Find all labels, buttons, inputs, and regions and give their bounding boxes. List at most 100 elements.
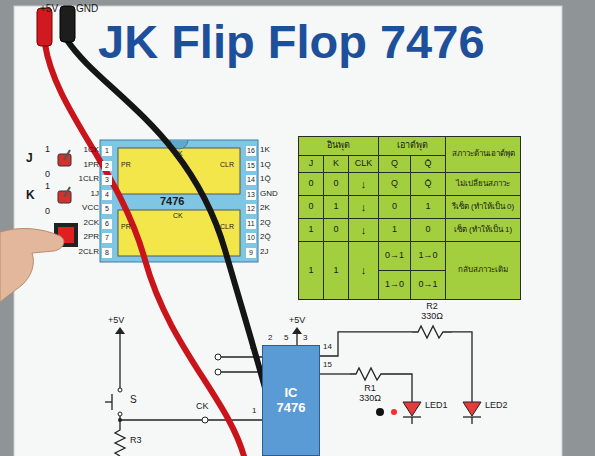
part-name: R3 (130, 436, 142, 446)
switch-level: 1 (45, 182, 50, 192)
pin-number: 3 (102, 175, 112, 185)
input-name: K (26, 189, 35, 202)
toggle-lever (64, 150, 70, 160)
table-cell: 1 (298, 241, 324, 300)
pin-name: 2Q (260, 219, 271, 228)
led-lit (391, 409, 397, 415)
table-cell: 0→1 (410, 270, 446, 300)
wire-connector (320, 332, 412, 356)
pin-number: 5 (284, 334, 288, 343)
terminal (215, 369, 221, 375)
table-cell: ↓ (348, 172, 379, 196)
resistor-symbol (350, 364, 390, 384)
led: LED1 (402, 400, 448, 424)
pin-name: 1J (70, 190, 99, 199)
ff-pin: CK (173, 150, 183, 158)
pin-name: 2K (260, 204, 270, 213)
part-label: R2 (426, 302, 438, 312)
board-title: JK Flip Flop 7476 (98, 16, 485, 68)
pin-name: 2Q̄ (260, 233, 271, 242)
table-cell: CLK (348, 155, 379, 173)
pin-name: 1Q̄ (260, 175, 271, 184)
resistor-symbol (412, 322, 452, 342)
part-label: IC 7476 (273, 386, 309, 415)
ff-pin: CLR (220, 223, 234, 231)
signal-name: CK (196, 402, 209, 412)
resistor: R1330Ω (350, 364, 390, 404)
table-cell: กลับสภาวะเดิม (445, 241, 521, 300)
table-cell: ↓ (348, 218, 379, 242)
pin-number: 2 (102, 161, 112, 171)
wire (411, 417, 412, 424)
pin-number: 14 (246, 175, 256, 185)
switch-level: 1 (45, 145, 50, 155)
supply-arrow (292, 327, 302, 334)
switch-level: 0 (45, 207, 50, 217)
pin-name: 2PR (70, 233, 99, 242)
switch-name: S (130, 394, 137, 405)
table-cell: Q̄ (410, 155, 446, 173)
table-cell: 1 (323, 241, 349, 300)
ff-pin: CLR (220, 161, 234, 169)
table-cell: ↓ (348, 241, 379, 300)
jack-dot (376, 408, 384, 416)
pin-name: 2CLR (70, 248, 99, 257)
part-label: LED2 (485, 401, 508, 411)
wire (471, 417, 472, 424)
chip-label: 7476 (160, 195, 184, 207)
switch-contact (118, 412, 122, 416)
pin-number: 16 (246, 146, 256, 156)
switch-contact (118, 388, 122, 392)
table-cell: 0 (323, 218, 349, 242)
pin-name: VCC (70, 204, 99, 213)
led-symbol (402, 400, 422, 424)
table-cell: 0 (298, 195, 324, 219)
power-label: +5V (40, 3, 58, 14)
part-label: R1 (364, 384, 376, 394)
table-cell: 0 (410, 218, 446, 242)
black-plug (60, 6, 75, 42)
ff-pin: PR (121, 223, 131, 231)
terminal (202, 417, 208, 423)
wire (208, 419, 262, 420)
table-cell: 0 (298, 172, 324, 196)
table-cell: ↓ (348, 195, 379, 219)
table-cell: 0→1 (378, 241, 411, 271)
pin-number: 1 (102, 146, 112, 156)
wire (119, 334, 120, 388)
resistor-symbol (115, 426, 125, 456)
table-cell: Q (378, 172, 411, 196)
wire (120, 419, 202, 420)
junction-dot (118, 418, 122, 422)
table-cell: รีเซ็ต (ทำให้เป็น 0) (445, 195, 521, 219)
part-label: 330Ω (359, 394, 381, 404)
table-cell: 0 (378, 195, 411, 219)
pin-number: 1 (252, 407, 256, 416)
ff-pin: PR (121, 161, 131, 169)
supply-arrow (115, 327, 125, 334)
red-lead (45, 44, 245, 456)
part-label: LED1 (425, 401, 448, 411)
power-label: GND (76, 3, 98, 14)
pin-number: 13 (246, 190, 256, 200)
supply-label: +5V (289, 316, 305, 326)
wire-connector (452, 332, 472, 400)
table-cell: 1 (410, 195, 446, 219)
pin-name: 2J (260, 248, 268, 257)
table-cell: J (298, 155, 324, 173)
wire-connector (320, 373, 350, 374)
pin-number: 12 (246, 204, 256, 214)
pin-number: 5 (102, 204, 112, 214)
led: LED2 (462, 400, 508, 424)
flip-flop-block (118, 148, 240, 194)
led-triangle (463, 402, 481, 416)
board (14, 6, 562, 456)
pin-name: 2CK (70, 219, 99, 228)
pin-number: 4 (250, 344, 254, 353)
resistor: R2330Ω (412, 302, 452, 342)
pin-number: 11 (246, 219, 256, 229)
table-cell: 1→0 (378, 270, 411, 300)
table-cell: ไม่เปลี่ยนสภาวะ (445, 172, 521, 196)
pin-name: 1K (260, 146, 270, 155)
push-switch-symbol (105, 401, 112, 402)
